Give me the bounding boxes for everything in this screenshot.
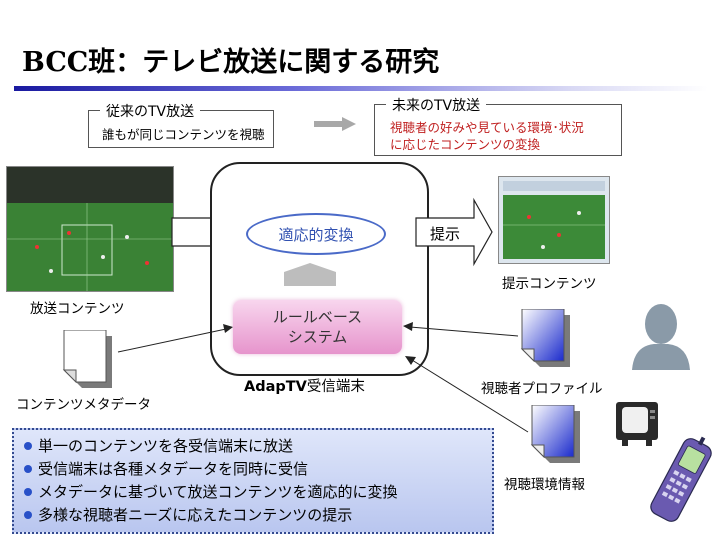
page-title: BCC班：テレビ放送に関する研究 bbox=[22, 47, 440, 78]
summary-item: 受信端末は各種メタデータを同時に受信 bbox=[14, 457, 492, 480]
summary-box: 単一のコンテンツを各受信端末に放送 受信端末は各種メタデータを同時に受信 メタデ… bbox=[12, 428, 494, 534]
summary-item: 多様な視聴者ニーズに応えたコンテンツの提示 bbox=[14, 503, 492, 526]
terminal-name-rest: 受信端末 bbox=[306, 379, 365, 395]
broadcast-content-caption: 放送コンテンツ bbox=[30, 301, 125, 317]
bullet-icon bbox=[24, 510, 32, 519]
rule-line2: システム bbox=[287, 328, 348, 346]
future-tv-line1: 視聴者の好みや見ている環境･状況 bbox=[390, 120, 584, 135]
past-tv-label: 従来のTV放送 bbox=[100, 101, 201, 121]
bullet-icon bbox=[24, 464, 32, 473]
rule-based-system: ルールベース システム bbox=[233, 300, 402, 354]
summary-text: メタデータに基づいて放送コンテンツを適応的に変換 bbox=[38, 483, 398, 501]
presented-content-caption: 提示コンテンツ bbox=[502, 276, 597, 292]
terminal-name: AdapTV受信端末 bbox=[244, 375, 365, 396]
profile-document-icon bbox=[520, 309, 570, 367]
profile-caption: 視聴者プロファイル bbox=[481, 381, 603, 397]
environment-document-icon bbox=[530, 405, 580, 463]
present-label: 提示 bbox=[430, 225, 461, 243]
past-tv-description: 誰もが同じコンテンツを視聴 bbox=[102, 127, 265, 142]
summary-text: 単一のコンテンツを各受信端末に放送 bbox=[38, 437, 294, 455]
rule-line1: ルールベース bbox=[272, 308, 363, 326]
summary-item: メタデータに基づいて放送コンテンツを適応的に変換 bbox=[14, 480, 492, 503]
summary-text: 多様な視聴者ニーズに応えたコンテンツの提示 bbox=[38, 506, 353, 524]
summary-item: 単一のコンテンツを各受信端末に放送 bbox=[14, 434, 492, 457]
metadata-caption: コンテンツメタデータ bbox=[16, 397, 151, 413]
title-underline bbox=[14, 86, 708, 91]
future-tv-label: 未来のTV放送 bbox=[386, 95, 487, 115]
metadata-document-icon bbox=[62, 330, 112, 388]
terminal-name-bold: AdapTV bbox=[244, 379, 307, 395]
television-icon bbox=[616, 402, 658, 446]
presented-content-image bbox=[498, 176, 610, 264]
bullet-icon bbox=[24, 487, 32, 496]
future-tv-line2: に応じたコンテンツの変換 bbox=[390, 137, 541, 152]
bullet-icon bbox=[24, 441, 32, 450]
environment-caption: 視聴環境情報 bbox=[504, 477, 585, 493]
broadcast-content-image bbox=[6, 166, 174, 292]
mobile-phone-icon bbox=[650, 436, 712, 522]
summary-text: 受信端末は各種メタデータを同時に受信 bbox=[38, 460, 309, 478]
adaptive-conversion-node: 適応的変換 bbox=[246, 213, 386, 255]
person-icon bbox=[632, 304, 690, 370]
